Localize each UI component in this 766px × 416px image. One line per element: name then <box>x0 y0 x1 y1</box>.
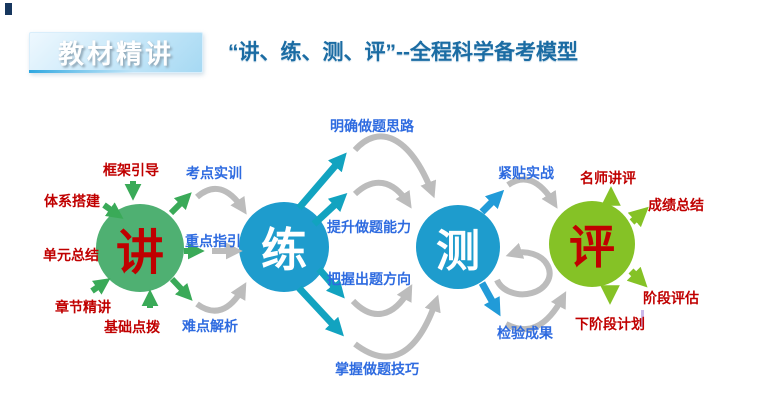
node-practice-char: 练 <box>261 224 307 276</box>
label-stage-evaluation: 阶段评估 <box>643 290 699 306</box>
node-teach-char: 讲 <box>115 227 164 280</box>
label-improve-ability: 提升做题能力 <box>327 219 411 235</box>
label-key-point-guide: 重点指引 <box>185 233 241 249</box>
label-frame-guide: 框架引导 <box>103 162 159 178</box>
label-next-stage-plan: 下阶段计划 <box>575 316 645 332</box>
label-difficult-point-analysis: 难点解析 <box>182 318 238 334</box>
node-teach-circle: 讲 <box>96 204 184 292</box>
node-test-char: 测 <box>436 227 480 276</box>
label-score-summary: 成绩总结 <box>648 197 704 213</box>
node-test-circle: 测 <box>416 205 500 289</box>
node-evaluate-char: 评 <box>569 221 615 273</box>
label-system-build: 体系搭建 <box>44 193 100 209</box>
label-basic-tips: 基础点拨 <box>104 319 160 335</box>
label-unit-summary: 单元总结 <box>43 247 99 263</box>
header-badge: 教材精讲 <box>29 32 203 73</box>
header-badge-underline <box>29 70 139 73</box>
node-evaluate-circle: 评 <box>549 201 635 287</box>
label-check-results: 检验成果 <box>497 325 553 341</box>
label-chapter-lecture: 章节精讲 <box>55 299 111 315</box>
label-clear-thinking: 明确做题思路 <box>330 118 414 134</box>
label-close-to-practice: 紧贴实战 <box>498 165 554 181</box>
node-practice-circle: 练 <box>239 202 329 292</box>
header-badge-label: 教材精讲 <box>57 39 174 69</box>
label-master-skills: 掌握做题技巧 <box>335 361 419 377</box>
corner-accent-mark <box>5 3 12 15</box>
label-teacher-review: 名师讲评 <box>580 170 636 186</box>
label-grasp-direction: 把握出题方向 <box>327 271 411 287</box>
decor-line <box>641 310 644 327</box>
label-exam-point-training: 考点实训 <box>186 165 242 181</box>
page-title: “讲、练、测、评”--全程科学备考模型 <box>228 41 578 64</box>
